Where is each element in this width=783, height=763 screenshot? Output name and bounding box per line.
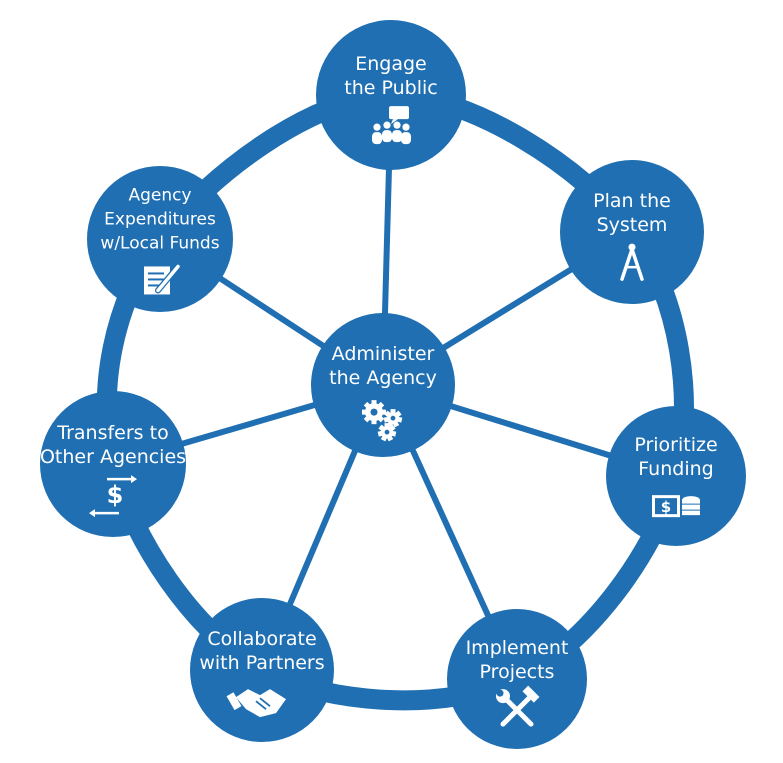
node-agency-expenditures-local-funds-label-line-1: Agency: [128, 185, 191, 205]
document-pen-icon: [144, 263, 181, 295]
center-node-administer-the-agency-label-line-2: the Agency: [329, 367, 437, 389]
node-prioritize-funding-label-line-1: Prioritize: [634, 434, 717, 456]
svg-text:$: $: [107, 481, 124, 509]
gears-icon: [362, 400, 403, 442]
node-collaborate-with-partners-label-line-2: with Partners: [199, 652, 324, 674]
dollar-transfer-icon: $: [89, 475, 137, 518]
node-plan-the-system-circle: [560, 160, 704, 304]
node-collaborate-with-partners-circle: [190, 598, 334, 742]
node-transfers-to-other-agencies-label-line-1: Transfers to: [56, 422, 168, 444]
center-node-administer-the-agency-circle: [311, 313, 455, 457]
node-agency-expenditures-local-funds-label-line-3: w/Local Funds: [100, 233, 219, 253]
handshake-icon: [226, 689, 286, 718]
node-transfers-to-other-agencies-label-line-2: Other Agencies: [40, 446, 186, 468]
node-engage-the-public-label-line-2: the Public: [344, 77, 437, 99]
node-implement-projects-label-line-1: Implement: [466, 637, 569, 659]
svg-text:$: $: [661, 498, 671, 516]
compass-icon: [620, 243, 644, 281]
node-prioritize-funding-circle: [606, 406, 746, 546]
node-agency-expenditures-local-funds-circle: [87, 166, 233, 312]
node-transfers-to-other-agencies-circle: [40, 391, 186, 537]
node-collaborate-with-partners-label-line-1: Collaborate: [207, 628, 316, 650]
tools-icon: [496, 685, 540, 727]
node-engage-the-public-circle: [316, 20, 466, 170]
node-prioritize-funding-label-line-2: Funding: [638, 458, 713, 480]
node-plan-the-system-label-line-2: System: [597, 214, 668, 236]
node-implement-projects-circle: [447, 609, 587, 749]
money-coins-icon: $: [652, 495, 701, 518]
node-engage-the-public-label-line-1: Engage: [355, 53, 427, 75]
center-node-administer-the-agency-label-line-1: Administer: [332, 343, 435, 365]
people-speech-icon: [372, 106, 411, 145]
node-implement-projects-label-line-2: Projects: [480, 661, 555, 683]
node-agency-expenditures-local-funds-label-line-2: Expenditures: [104, 209, 216, 229]
node-plan-the-system-label-line-1: Plan the: [593, 190, 671, 212]
